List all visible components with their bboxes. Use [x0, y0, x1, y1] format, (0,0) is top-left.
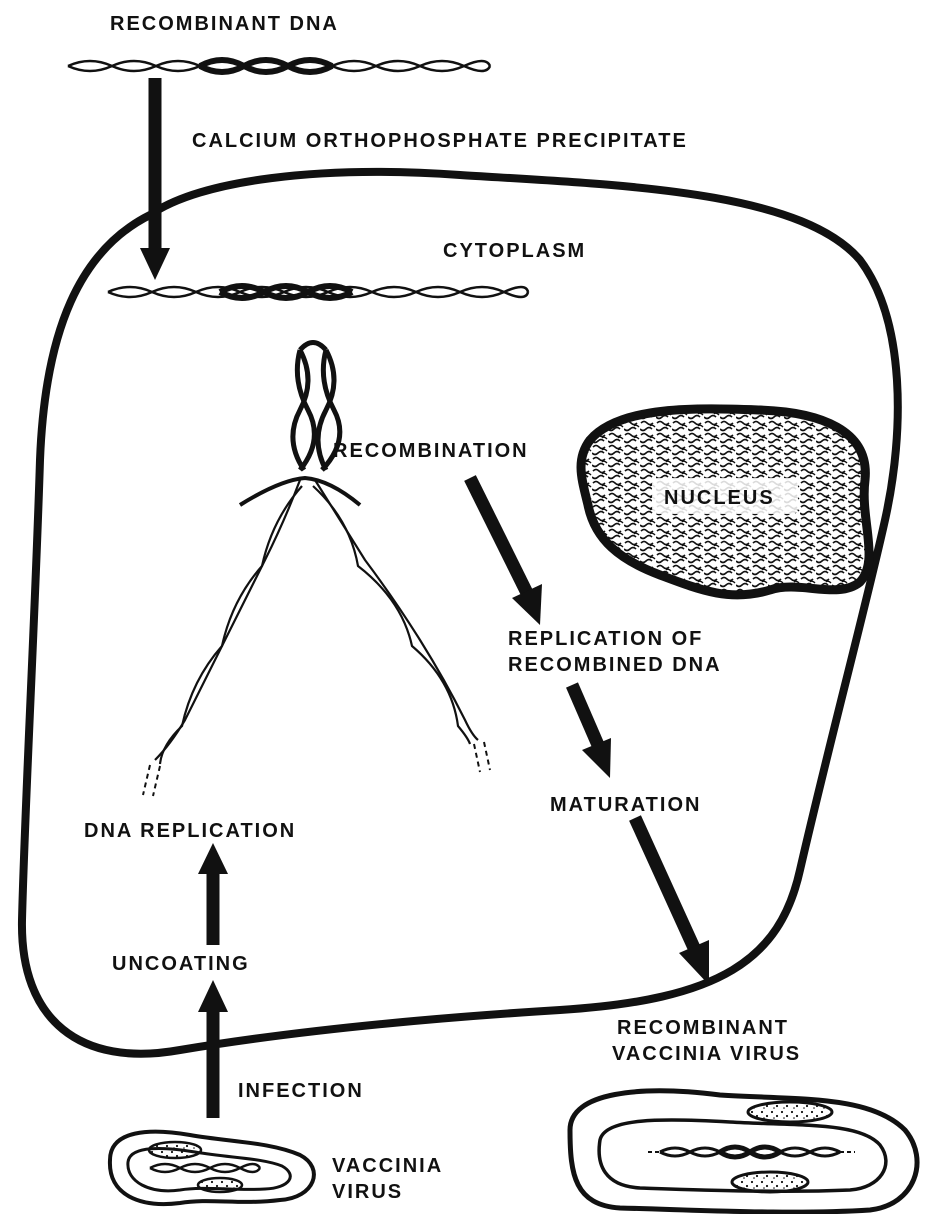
recombinant-dna-strand-top — [68, 60, 490, 72]
recombinant-vaccinia-virus — [570, 1091, 917, 1212]
dna-replication-arrow — [198, 843, 228, 945]
vaccinia-virus — [110, 1132, 314, 1204]
entry-arrow — [140, 78, 170, 280]
label-cytoplasm: CYTOPLASM — [443, 240, 586, 262]
maturation-arrow — [635, 818, 709, 985]
recombination-arrow — [470, 478, 542, 625]
label-recombinant-virus-line2: VACCINIA VIRUS — [612, 1043, 801, 1065]
label-precipitate: CALCIUM ORTHOPHOSPHATE PRECIPITATE — [192, 130, 688, 152]
label-dna-replication: DNA REPLICATION — [84, 820, 296, 842]
label-recombination: RECOMBINATION — [333, 440, 529, 462]
label-vaccinia-line1: VACCINIA — [332, 1155, 443, 1177]
label-recombinant-virus-line1: RECOMBINANT — [617, 1017, 789, 1039]
label-replication-line1: REPLICATION OF — [508, 628, 703, 650]
replication-arrow — [572, 685, 611, 778]
label-maturation: MATURATION — [550, 794, 701, 816]
label-nucleus: NUCLEUS — [664, 487, 775, 509]
replication-fork-dna — [143, 343, 490, 797]
label-vaccinia-line2: VIRUS — [332, 1181, 403, 1203]
label-infection: INFECTION — [238, 1080, 364, 1102]
label-uncoating: UNCOATING — [112, 953, 250, 975]
label-recombinant-dna: RECOMBINANT DNA — [110, 13, 339, 35]
cytoplasm-dna-strand — [108, 286, 528, 298]
cell-membrane — [22, 172, 898, 1054]
label-replication-line2: RECOMBINED DNA — [508, 654, 722, 676]
